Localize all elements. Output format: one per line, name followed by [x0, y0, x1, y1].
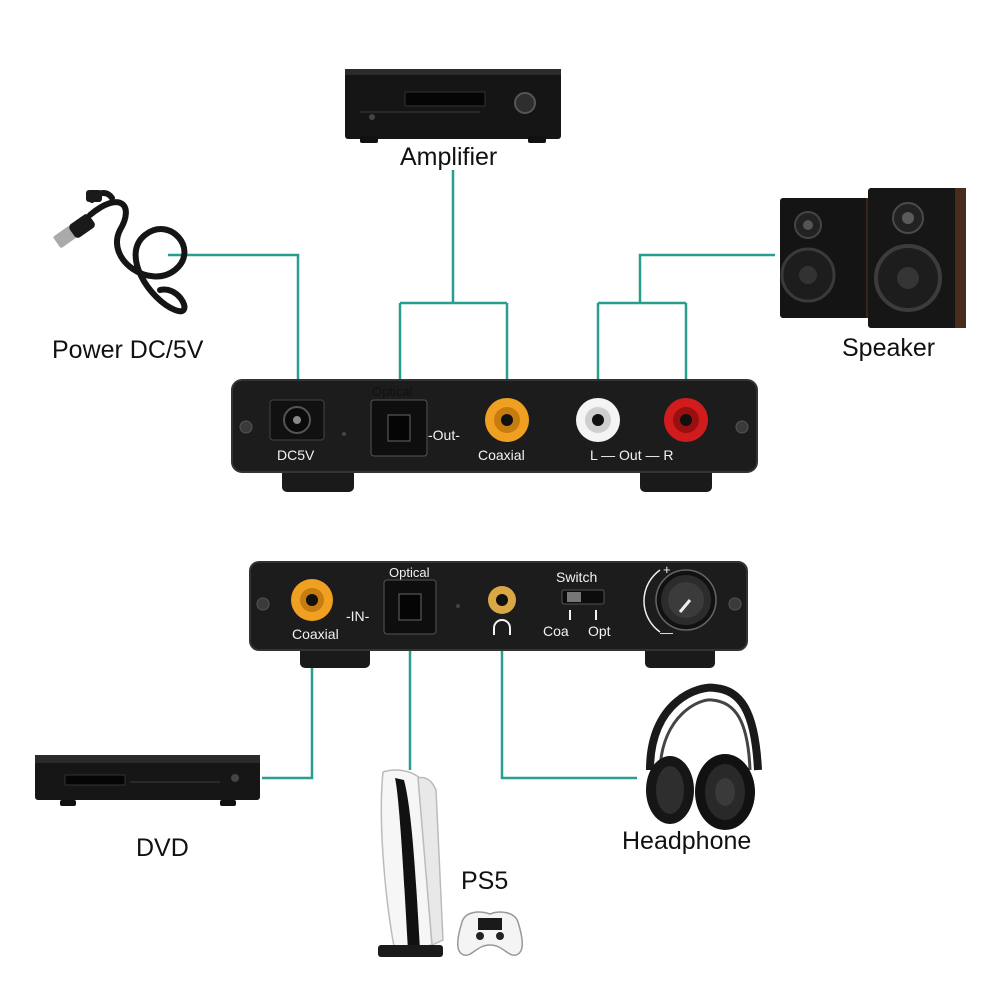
connector-lines — [168, 170, 775, 780]
power-label: Power DC/5V — [52, 336, 204, 364]
coaxial-in-label: Coaxial — [292, 626, 339, 642]
dvd-player-icon — [35, 755, 260, 806]
headphone-label: Headphone — [622, 827, 752, 855]
switch-opt-label: Opt — [588, 623, 611, 639]
front-panel — [249, 561, 748, 668]
switch-label: Switch — [556, 569, 598, 585]
coaxial-out-label: Coaxial — [478, 447, 525, 463]
optical-out-label: Optical — [372, 384, 413, 399]
out-label: -Out- — [428, 427, 460, 443]
rear-panel — [231, 379, 758, 492]
speaker-icon — [780, 188, 966, 328]
lr-out-label: L — Out — R — [590, 447, 674, 463]
speaker-label: Speaker — [842, 334, 936, 362]
screw-icon — [735, 420, 749, 434]
optical-in-label: Optical — [389, 565, 430, 580]
volume-plus-label: + — [663, 562, 671, 577]
line-power — [168, 253, 300, 388]
in-label: -IN- — [346, 608, 370, 624]
dvd-label: DVD — [136, 834, 189, 862]
amplifier-label: Amplifier — [400, 143, 498, 171]
dc-port-label: DC5V — [277, 447, 315, 463]
switch-coa-label: Coa — [543, 623, 569, 639]
line-dvd — [262, 645, 314, 780]
screw-icon — [256, 597, 270, 611]
line-amplifier — [398, 170, 509, 388]
usb-cable-icon — [53, 190, 188, 315]
headphone-icon — [646, 683, 762, 830]
controller-icon — [457, 911, 523, 956]
screw-icon — [239, 420, 253, 434]
headphone-symbol-icon — [493, 619, 511, 635]
ps5-label: PS5 — [461, 867, 509, 895]
volume-minus-label: — — [660, 625, 673, 640]
line-speaker — [596, 253, 775, 388]
amplifier-icon — [345, 69, 561, 143]
screw-icon — [728, 597, 742, 611]
line-headphone — [500, 645, 637, 780]
ps5-console-icon — [378, 769, 444, 957]
